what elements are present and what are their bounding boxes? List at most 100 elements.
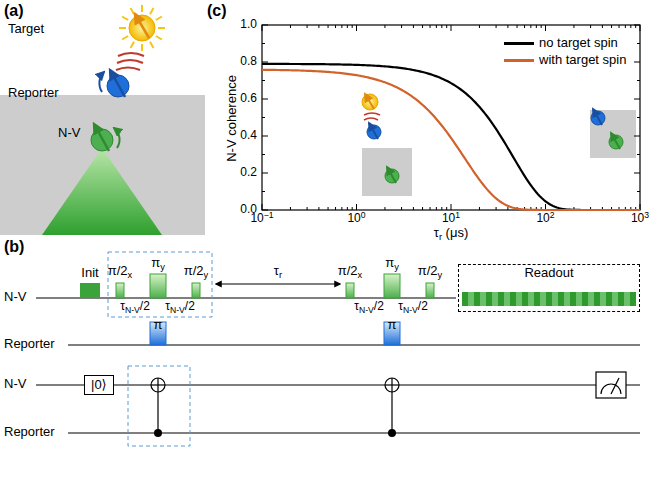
quantum-circuit — [388, 429, 396, 437]
decay-plot — [307, 25, 308, 28]
decay-plot — [441, 207, 442, 210]
spin-name: N-V — [58, 126, 80, 141]
sample-illustration — [110, 70, 125, 97]
decay-plot — [590, 25, 591, 28]
decay-plot — [262, 43, 265, 44]
decay-plot — [517, 25, 518, 28]
sample-illustration — [150, 8, 154, 14]
decay-plot — [262, 191, 265, 192]
decay-plot — [436, 25, 437, 28]
quantum-circuit — [601, 384, 621, 394]
pulse-sequence — [558, 292, 564, 306]
sample-illustration — [150, 42, 154, 48]
legend-item: with target spin — [504, 53, 626, 68]
decay-plot — [536, 25, 537, 28]
pulse-sequence — [552, 292, 558, 306]
pulse-sequence — [480, 292, 486, 306]
decay-plot — [262, 204, 263, 210]
pulse-sequence — [594, 292, 600, 306]
delay-label: τN-V/2 — [165, 300, 195, 314]
decay-plot — [507, 25, 508, 28]
pulse-sequence — [116, 283, 124, 298]
pulse-sequence — [612, 292, 618, 306]
pulse-label: Init — [81, 266, 98, 281]
decay-plot — [384, 207, 385, 210]
decay-plot — [436, 207, 437, 210]
channel-name: Reporter — [4, 337, 55, 352]
pulse-sequence — [468, 292, 474, 306]
decay-plot — [352, 207, 353, 210]
decay-plot — [341, 207, 342, 210]
spin-name: Reporter — [8, 86, 59, 101]
pulse-sequence — [504, 292, 510, 306]
pulse-sequence — [462, 292, 636, 306]
decay-plot — [262, 25, 640, 210]
decay-plot — [640, 25, 641, 31]
decay-plot — [602, 25, 603, 28]
sample-illustration — [119, 5, 165, 51]
init-state-box: |0⟩ — [84, 375, 114, 396]
quantum-circuit — [391, 378, 392, 392]
legend-swatch — [504, 42, 534, 45]
decay-plot — [401, 207, 402, 210]
quantum-circuit — [611, 378, 619, 394]
legend-text: no target spin — [539, 35, 618, 50]
decay-plot — [347, 25, 348, 28]
decay-plot — [262, 99, 268, 100]
decay-plot — [446, 207, 447, 210]
decay-plot — [634, 173, 640, 174]
pulse-sequence — [510, 292, 516, 306]
panel-letter: (a) — [4, 2, 24, 20]
sample-illustration — [141, 5, 143, 12]
decay-curve — [262, 64, 640, 210]
tick-label: 101 — [442, 212, 460, 226]
pulse-sequence — [624, 292, 630, 306]
decay-plot — [262, 80, 265, 81]
pulse-sequence — [564, 292, 570, 306]
decay-plot — [328, 25, 329, 28]
quantum-circuit — [151, 378, 165, 392]
inset-illustration — [611, 133, 620, 149]
pulse-label: πy — [151, 256, 165, 271]
panel-letter: (b) — [4, 238, 24, 256]
decay-plot — [634, 62, 640, 63]
pulse-sequence — [108, 252, 212, 317]
decay-plot — [451, 25, 452, 31]
decay-plot — [541, 25, 542, 28]
sample-illustration — [122, 17, 128, 21]
decay-plot — [430, 25, 431, 28]
decay-plot — [401, 25, 402, 28]
decay-plot — [262, 25, 263, 31]
qubit-name: Reporter — [4, 425, 55, 440]
decay-plot — [637, 80, 640, 81]
pulse-sequence — [80, 283, 100, 298]
pulse-label: π — [388, 318, 397, 333]
decay-plot — [262, 25, 640, 210]
quantum-circuit — [391, 378, 392, 433]
pulse-sequence — [582, 292, 588, 306]
decay-plot — [262, 136, 268, 137]
pulse-sequence — [546, 292, 552, 306]
pulse-label: π — [154, 318, 163, 333]
pulse-sequence — [384, 274, 400, 298]
sample-illustration — [131, 8, 135, 14]
decay-plot — [611, 25, 612, 28]
sample-illustration — [114, 128, 120, 148]
decay-plot — [356, 204, 357, 210]
decay-plot — [634, 99, 640, 100]
node-text: |0⟩ — [91, 378, 107, 393]
decay-plot — [545, 25, 546, 31]
decay-plot — [637, 43, 640, 44]
pulse-sequence — [588, 292, 594, 306]
decay-plot — [262, 117, 265, 118]
inset-illustration — [590, 110, 636, 158]
tick-label: 1.0 — [240, 18, 257, 32]
node-text: Readout — [463, 266, 635, 281]
decay-plot — [318, 207, 319, 210]
decay-plot — [262, 154, 265, 155]
decay-plot — [573, 25, 574, 28]
decay-plot — [262, 173, 268, 174]
decay-plot — [441, 25, 442, 28]
decay-plot — [637, 154, 640, 155]
pulse-sequence — [150, 274, 166, 298]
